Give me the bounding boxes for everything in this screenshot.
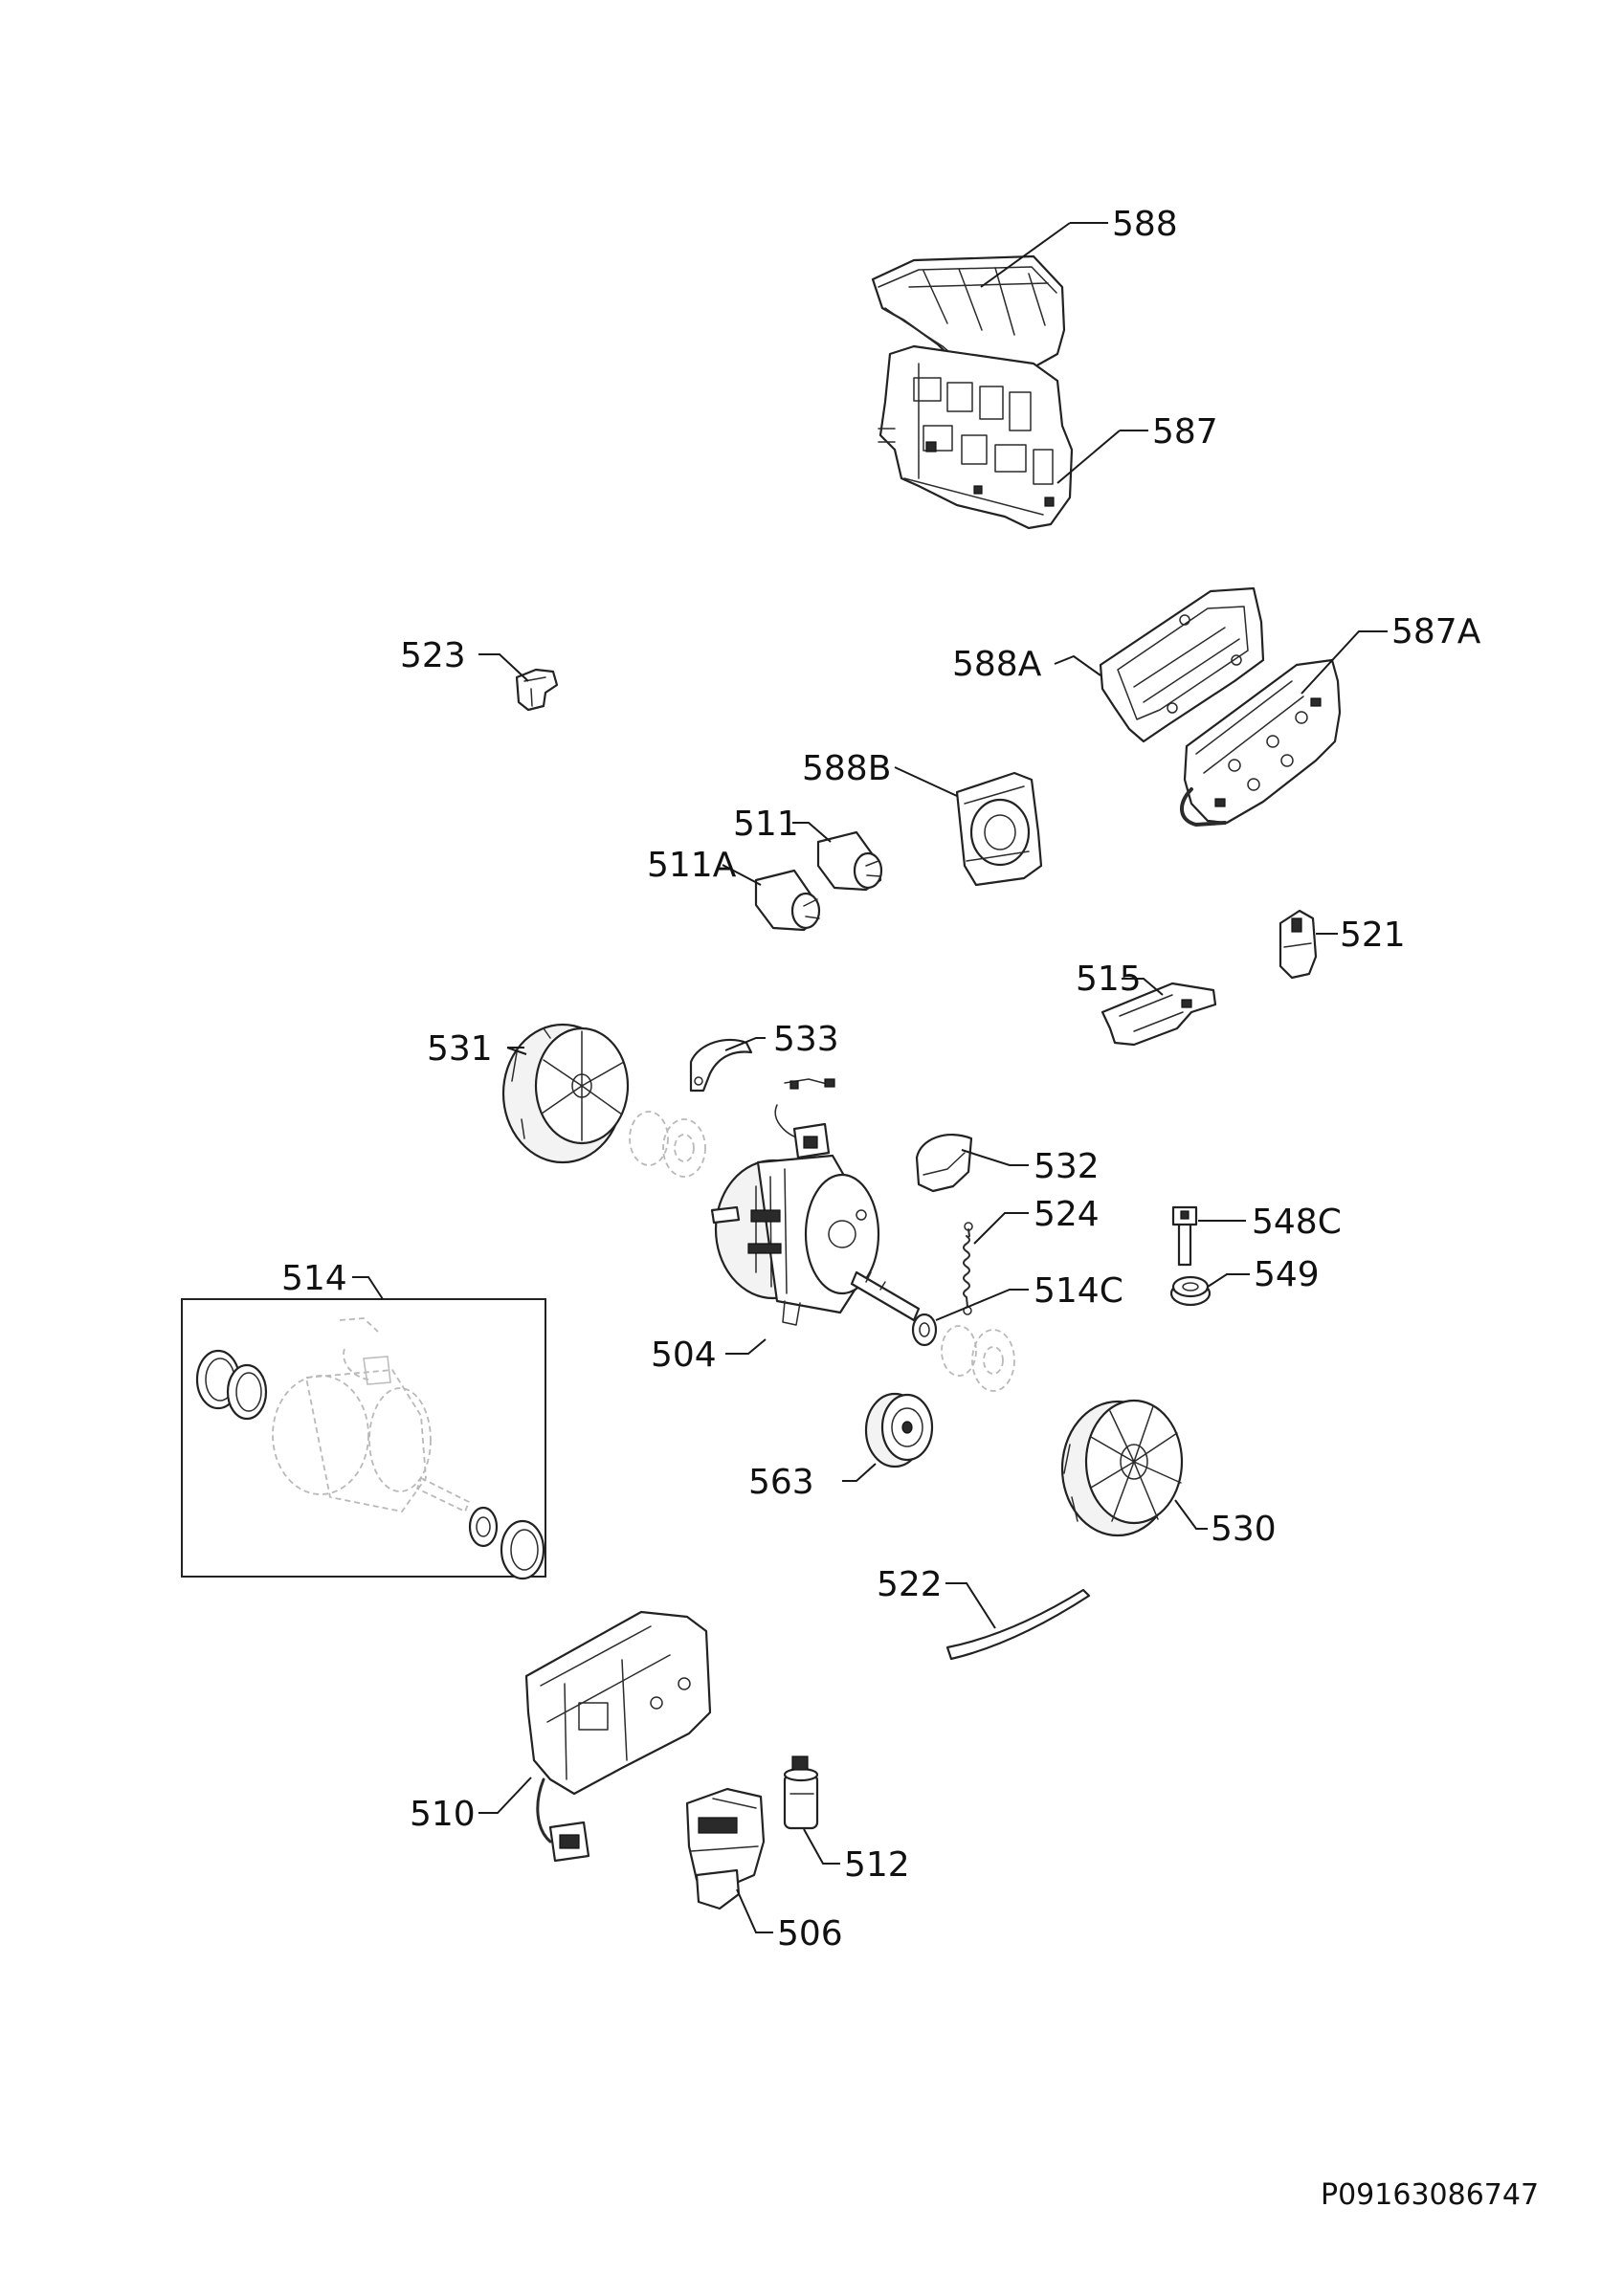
callout-514: 514	[281, 1259, 347, 1298]
callout-511A: 511A	[647, 846, 737, 885]
callout-563: 563	[748, 1463, 814, 1502]
callout-549: 549	[1254, 1255, 1320, 1294]
part-549-grommet[interactable]	[1169, 1275, 1212, 1307]
callout-588B: 588B	[802, 749, 891, 788]
part-530-fan-wheel[interactable]	[1060, 1399, 1184, 1537]
callout-522: 522	[877, 1565, 943, 1604]
callout-504: 504	[651, 1336, 717, 1375]
part-515-bracket[interactable]	[1101, 982, 1217, 1047]
callout-523: 523	[400, 636, 466, 675]
part-514C-washer[interactable]	[911, 1313, 938, 1347]
callout-515: 515	[1076, 960, 1142, 999]
part-533-bracket[interactable]	[689, 1038, 753, 1093]
callout-587A: 587A	[1391, 612, 1481, 651]
part-587-control-board[interactable]	[878, 344, 1074, 530]
callout-530: 530	[1211, 1510, 1277, 1549]
callout-531: 531	[427, 1029, 493, 1069]
part-588A-frame[interactable]	[1099, 586, 1265, 743]
part-587A-display-board[interactable]	[1180, 658, 1342, 827]
callout-587: 587	[1152, 412, 1218, 452]
callout-532: 532	[1034, 1147, 1100, 1186]
document-code: P09163086747	[1321, 2178, 1539, 2212]
callout-521: 521	[1340, 916, 1406, 955]
callout-506: 506	[777, 1914, 843, 1954]
callout-511: 511	[733, 805, 799, 844]
part-511-capacitor[interactable]	[816, 830, 883, 892]
part-521-door-lock[interactable]	[1278, 909, 1318, 980]
part-512-filter[interactable]	[783, 1755, 819, 1830]
callout-512: 512	[844, 1845, 910, 1885]
part-531-impeller[interactable]	[501, 1023, 630, 1164]
part-511A-capacitor[interactable]	[754, 869, 821, 932]
part-588B-housing[interactable]	[955, 771, 1043, 887]
part-522-strip[interactable]	[945, 1588, 1091, 1661]
callout-524: 524	[1034, 1195, 1100, 1234]
part-532-cover[interactable]	[915, 1134, 973, 1193]
callout-514C: 514C	[1034, 1271, 1123, 1311]
part-548C-sensor[interactable]	[1171, 1205, 1198, 1267]
part-510-module[interactable]	[524, 1610, 712, 1863]
part-504-motor[interactable]	[710, 1078, 921, 1326]
part-524-spring[interactable]	[963, 1222, 973, 1315]
callout-533: 533	[773, 1020, 839, 1059]
inset-514-motor-kit[interactable]	[181, 1298, 546, 1580]
callout-510: 510	[410, 1795, 476, 1834]
callout-588A: 588A	[952, 645, 1042, 684]
ghost-bearing-right	[941, 1325, 1015, 1392]
callout-588: 588	[1112, 205, 1178, 244]
part-506-pump[interactable]	[685, 1787, 766, 1910]
ghost-bearing-left	[629, 1111, 706, 1178]
part-563-pulley[interactable]	[864, 1392, 934, 1468]
callout-548C: 548C	[1252, 1203, 1342, 1242]
